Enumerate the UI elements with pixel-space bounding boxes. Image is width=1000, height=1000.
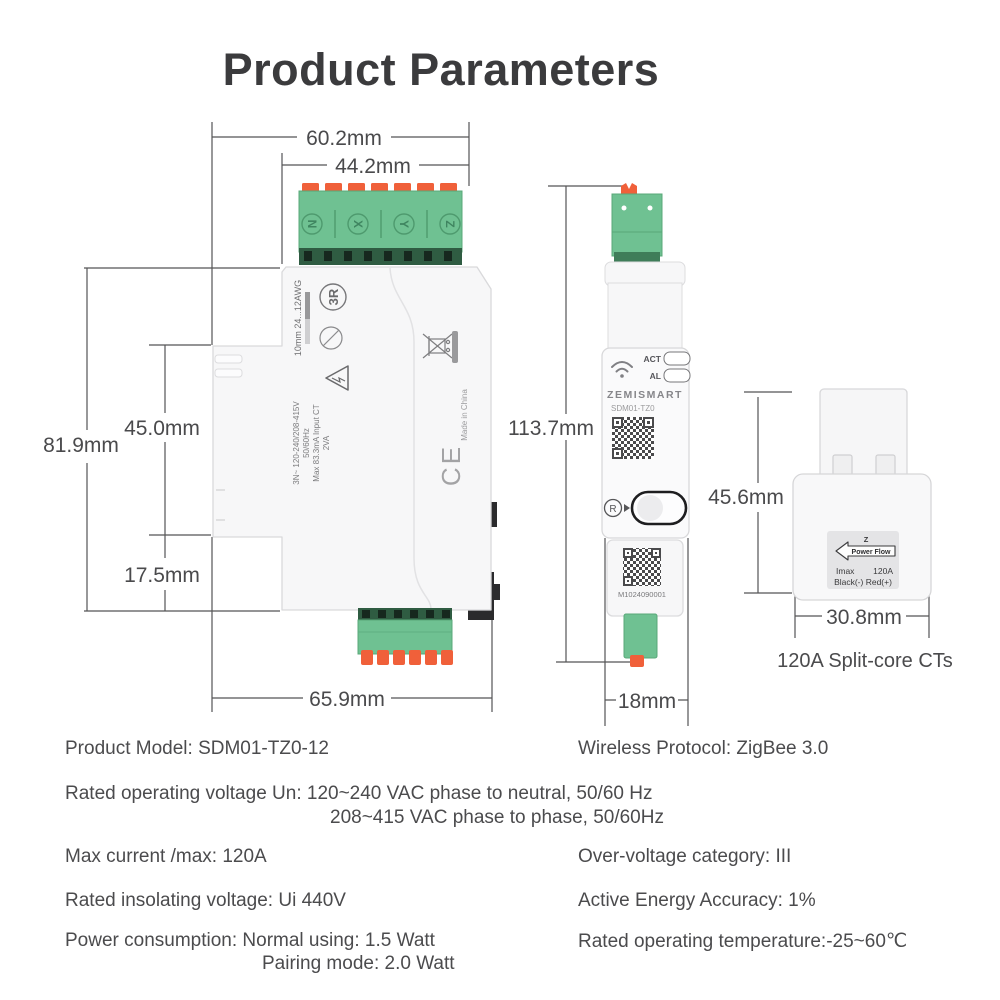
- svg-text:3R: 3R: [326, 288, 341, 305]
- qr-code-serial: [623, 548, 661, 586]
- power-flow-arrow: [835, 541, 896, 561]
- ct-label: Z Power Flow Imax 120A Black(-) Red(+): [827, 531, 899, 589]
- middle-device-front-view: ACT AL ZEMISMART SDM01-TZ0 R: [601, 183, 691, 667]
- no-insulation-icon: [319, 326, 343, 350]
- serial-label: M1024090001: [618, 590, 666, 599]
- wifi-icon: [611, 361, 633, 378]
- top-connector-tip: [621, 183, 637, 196]
- spec-overvoltage-category: Over-voltage category: III: [578, 846, 792, 867]
- svg-text:Max 83.3mA Input CT: Max 83.3mA Input CT: [312, 404, 321, 481]
- body-cap: [604, 261, 686, 287]
- dim-left-width-outer: 60.2mm: [306, 127, 382, 150]
- pairing-button: [630, 490, 688, 526]
- dim-left-width-terminal: 44.2mm: [335, 155, 411, 178]
- page-title: Product Parameters: [222, 44, 660, 95]
- ct-caption: 120A Split-core CTs: [777, 650, 953, 672]
- top-connector: [611, 193, 663, 262]
- left-device-body: [212, 266, 492, 611]
- imax-label: Imax: [836, 566, 855, 576]
- spec-power-consumption: Power consumption: Normal using: 1.5 Wat…: [65, 930, 435, 951]
- dim-ct-height: 45.6mm: [708, 486, 784, 509]
- wire-gauge-bar: [305, 292, 310, 319]
- dimension-lines: [84, 122, 930, 726]
- imax-value: 120A: [873, 566, 893, 576]
- spec-wireless-protocol: Wireless Protocol: ZigBee 3.0: [578, 738, 829, 759]
- svg-text:3N~ 120-240/208-415V: 3N~ 120-240/208-415V: [292, 401, 301, 485]
- dim-left-height-total: 81.9mm: [43, 434, 119, 457]
- spec-energy-accuracy: Active Energy Accuracy: 1%: [578, 890, 816, 911]
- led-windows: [663, 351, 691, 383]
- dim-left-height-lower: 17.5mm: [124, 564, 200, 587]
- bottom-connector: [623, 613, 658, 667]
- spec-rated-voltage-line1: Rated operating voltage Un: 120~240 VAC …: [65, 783, 653, 804]
- ce-mark: CE: [436, 444, 466, 486]
- spec-max-current: Max current /max: 120A: [65, 846, 267, 867]
- spec-pairing-mode: Pairing mode: 2.0 Watt: [262, 953, 455, 974]
- svg-text:2VA: 2VA: [322, 435, 331, 450]
- din-spring-tabs: [214, 354, 243, 378]
- spec-product-model: Product Model: SDM01-TZ0-12: [65, 738, 329, 759]
- led-act-label: ACT: [644, 354, 662, 364]
- qr-code-front: [612, 417, 654, 459]
- polarity-label: Black(-) Red(+): [834, 577, 892, 587]
- ratings-text: 3N~ 120-240/208-415V 50/60Hz Max 83.3mA …: [292, 401, 331, 485]
- spec-insolating-voltage: Rated insolating voltage: Ui 440V: [65, 890, 346, 911]
- led-al-label: AL: [650, 371, 661, 381]
- dim-ct-width: 30.8mm: [826, 606, 902, 629]
- svg-text:R: R: [609, 504, 616, 515]
- dim-middle-height: 113.7mm: [508, 417, 594, 440]
- model-label: SDM01-TZ0: [611, 404, 655, 413]
- dim-left-depth: 65.9mm: [309, 688, 385, 711]
- svg-text:50/60Hz: 50/60Hz: [302, 428, 311, 458]
- brand-logo: ZEMISMART: [607, 389, 683, 401]
- left-device-side-view: N X Y Z: [212, 183, 500, 665]
- terminal-label-y: Y: [397, 220, 411, 228]
- terminal-label-x: X: [351, 220, 365, 228]
- made-in-label: Made in China: [460, 389, 469, 441]
- terminal-block-top: N X Y Z: [298, 183, 463, 265]
- body-neck: [607, 282, 683, 353]
- dim-middle-width: 18mm: [618, 690, 676, 713]
- terminal-block-bottom: [357, 608, 453, 665]
- terminal-label-n: N: [305, 220, 319, 229]
- warning-icon: [325, 365, 349, 391]
- reset-mark: R: [603, 498, 630, 518]
- dim-left-height-mid: 45.0mm: [124, 417, 200, 440]
- power-flow-label: Power Flow: [852, 549, 891, 556]
- ct-phase-label: Z: [864, 535, 869, 544]
- spec-operating-temp: Rated operating temperature:-25~60℃: [578, 931, 908, 952]
- ct-clamp: Z Power Flow Imax 120A Black(-) Red(+): [792, 388, 932, 601]
- side-slot: [452, 331, 458, 363]
- spec-rated-voltage-line2: 208~415 VAC phase to phase, 50/60Hz: [330, 807, 664, 828]
- wire-spec-label: 10mm 24...12AWG: [293, 280, 303, 356]
- weee-icon: [422, 333, 453, 359]
- cert-3r-icon: 3R: [319, 283, 347, 311]
- terminal-label-z: Z: [443, 220, 457, 227]
